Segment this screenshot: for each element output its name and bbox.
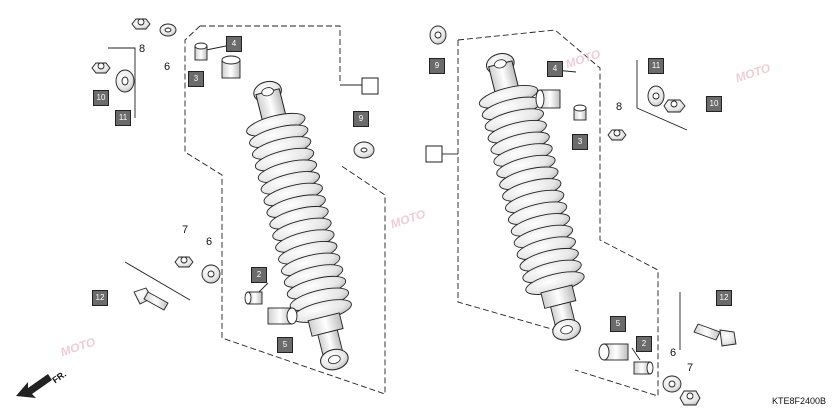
part-box-label: 9 — [353, 111, 369, 127]
part-label: 8 — [138, 43, 146, 55]
bushing-icon — [598, 343, 629, 361]
part-box-label: 9 — [429, 58, 445, 74]
part-box-label: 3 — [188, 71, 204, 87]
part-box-label: 2 — [636, 336, 652, 352]
bolt-icon — [133, 287, 169, 311]
hardware-parts — [91, 18, 737, 406]
leader-lines — [108, 45, 688, 361]
bolt-icon — [693, 323, 737, 347]
spring-coil-icon — [246, 112, 352, 323]
bushing-icon — [221, 55, 241, 79]
washer-icon — [115, 69, 135, 93]
part-box-label: 4 — [547, 61, 563, 77]
right-assembly-outline — [457, 29, 659, 397]
washer-icon — [662, 375, 682, 393]
washer-icon — [429, 25, 447, 45]
bushing-icon — [535, 89, 561, 109]
part-box-label: 5 — [610, 316, 626, 332]
part-box-label: 11 — [115, 110, 131, 126]
part-box-label: 11 — [648, 58, 664, 74]
right-shock-absorber — [478, 53, 585, 341]
bushing-icon — [244, 291, 263, 305]
part-box-label: 12 — [92, 290, 108, 306]
spring-coil-icon — [478, 85, 585, 295]
nut-icon — [607, 129, 627, 141]
front-arrow-icon — [16, 374, 52, 398]
part-box-label: 10 — [93, 90, 109, 106]
part-box-label: 12 — [716, 290, 732, 306]
part-label: 7 — [181, 224, 189, 236]
part-box-label: 2 — [251, 267, 267, 283]
part-box-label: 4 — [226, 36, 242, 52]
assembly-ref-box — [361, 77, 379, 95]
nut-icon — [91, 62, 111, 74]
bushing-icon — [633, 361, 654, 375]
assembly-ref-box — [425, 145, 443, 163]
part-label: 8 — [615, 101, 623, 113]
part-box-label: 5 — [277, 337, 293, 353]
part-label: 7 — [686, 362, 694, 374]
bushing-icon — [573, 104, 587, 121]
washer-icon — [159, 23, 177, 37]
bushing-icon — [194, 42, 208, 61]
part-box-label: 3 — [572, 134, 588, 150]
washer-icon — [353, 141, 375, 159]
left-shock-absorber — [246, 80, 352, 371]
nut-icon — [663, 99, 686, 113]
part-label: 6 — [669, 347, 677, 359]
washer-icon — [647, 85, 665, 107]
part-box-label: 10 — [706, 96, 722, 112]
nut-icon — [174, 256, 194, 268]
part-label: 6 — [163, 61, 171, 73]
part-label: 6 — [205, 236, 213, 248]
washer-icon — [201, 264, 221, 284]
nut-icon — [131, 18, 151, 30]
diagram-code: KTE8F2400B — [771, 396, 826, 406]
left-assembly-outline — [184, 25, 386, 395]
bushing-icon — [267, 307, 298, 325]
nut-icon — [679, 390, 701, 406]
